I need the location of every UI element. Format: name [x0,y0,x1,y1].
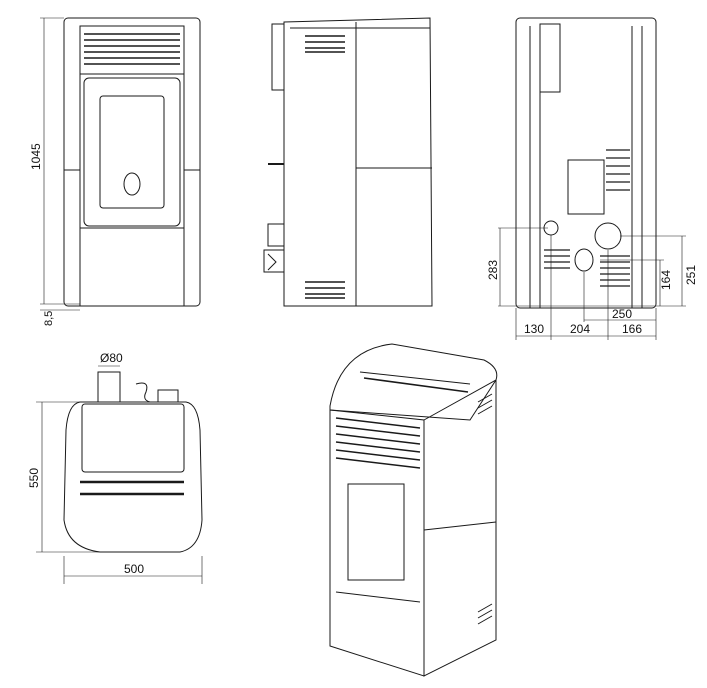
dim-rear-outlet-height: 251 [684,265,698,285]
rear-outlet-icon [594,222,622,250]
dim-rear-offset-1: 130 [524,322,544,336]
dim-front-height: 1045 [29,143,43,170]
dim-rear-offset-2: 204 [570,322,590,336]
dim-top-width: 500 [124,562,144,576]
front-view: 1045 8,5 [29,17,201,326]
dim-front-foot: 8,5 [43,311,55,326]
front-window-icon [123,172,141,196]
dim-top-depth: 550 [27,468,41,488]
dim-flue-diameter: Ø80 [100,351,123,365]
dim-rear-socket-height: 164 [659,270,673,290]
rear-socket-icon [574,248,594,272]
side-view [263,17,433,307]
rear-view: 283 251 164 130 204 166 250 [486,17,698,340]
dim-rear-offset-total: 250 [612,307,632,321]
iso-view [329,343,498,677]
dim-rear-inlet-height: 283 [486,260,500,280]
front-grille [84,33,180,65]
top-view: Ø80 550 500 [27,351,203,584]
dim-rear-offset-3: 166 [622,322,642,336]
